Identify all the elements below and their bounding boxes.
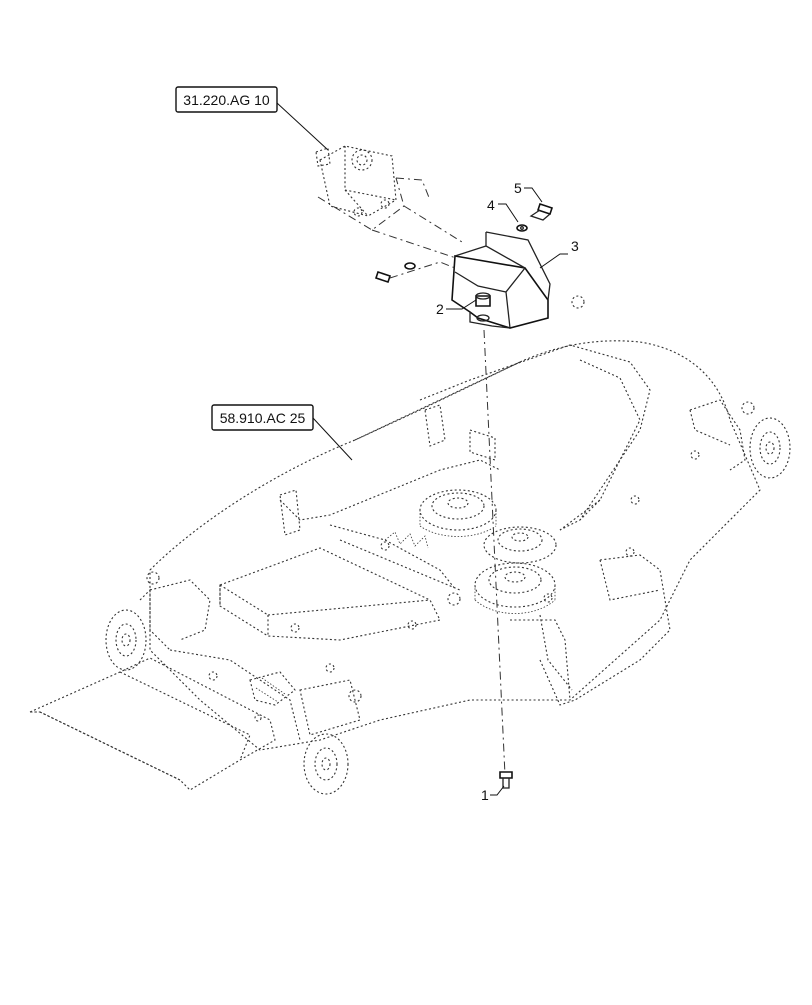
left-bolt-washer xyxy=(374,261,456,284)
caster-wheel-left-front xyxy=(105,609,147,671)
mower-deck-ghost xyxy=(29,295,761,791)
caster-wheel-right xyxy=(749,417,791,479)
gearbox-reference-callout[interactable]: 31.220.AG 10 xyxy=(175,86,329,151)
assembly-centerline xyxy=(483,329,506,776)
callout-5-label: 5 xyxy=(514,180,522,196)
deck-reference-callout[interactable]: 58.910.AC 25 xyxy=(211,404,353,461)
gearbox-ghost xyxy=(315,145,469,263)
part-4-washer[interactable] xyxy=(516,224,528,232)
gearbox-reference-label: 31.220.AG 10 xyxy=(183,92,270,108)
part-1-bolt[interactable] xyxy=(499,771,513,789)
callout-3[interactable]: 3 xyxy=(539,238,579,269)
callout-1-label: 1 xyxy=(481,787,489,803)
part-2-nut[interactable] xyxy=(475,292,491,307)
deck-reference-label: 58.910.AC 25 xyxy=(220,410,306,426)
callout-1[interactable]: 1 xyxy=(481,785,505,803)
caster-wheel-center-front xyxy=(303,733,349,795)
part-3-bracket[interactable] xyxy=(451,231,551,329)
callout-2-label: 2 xyxy=(436,301,444,317)
callout-3-label: 3 xyxy=(571,238,579,254)
part-5-bolt[interactable] xyxy=(529,202,554,221)
callout-5[interactable]: 5 xyxy=(514,180,543,203)
callout-4-label: 4 xyxy=(487,197,495,213)
callout-4[interactable]: 4 xyxy=(487,197,519,223)
callout-2[interactable]: 2 xyxy=(436,299,477,317)
